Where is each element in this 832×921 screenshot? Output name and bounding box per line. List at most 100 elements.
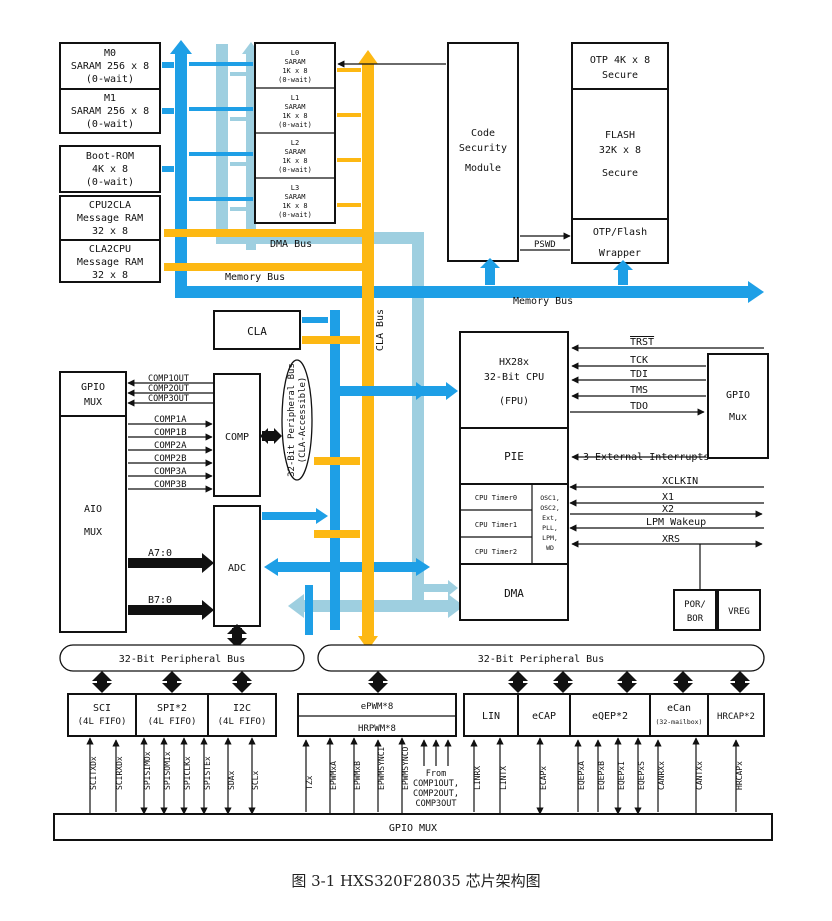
svg-text:32-Bit Peripheral Bus: 32-Bit Peripheral Bus — [119, 654, 245, 665]
svg-text:COMP1B: COMP1B — [154, 428, 187, 438]
svg-text:COMP2OUT: COMP2OUT — [148, 384, 189, 394]
svg-text:32 x 8: 32 x 8 — [92, 226, 128, 237]
periph-bus-right — [317, 644, 765, 672]
svg-text:HRCAP*2: HRCAP*2 — [717, 712, 755, 722]
svg-text:(0-wait): (0-wait) — [278, 211, 312, 219]
svg-text:1K x 8: 1K x 8 — [282, 157, 307, 165]
svg-text:eCAP: eCAP — [532, 711, 556, 722]
svg-text:TZx: TZx — [305, 775, 314, 790]
otp-memory — [571, 42, 669, 90]
left-memory-column: M0 SARAM 256 x 8 (0-wait) M1 SARAM 256 x… — [59, 42, 174, 283]
figure-caption: 图 3-1 HXS320F28035 芯片架构图 — [291, 872, 540, 890]
hrcap-block — [707, 693, 765, 737]
svg-text:Message RAM: Message RAM — [77, 213, 143, 224]
svg-text:SARAM 256 x 8: SARAM 256 x 8 — [71, 106, 149, 117]
svg-text:CPU Timer0: CPU Timer0 — [475, 494, 517, 502]
svg-text:4K x 8: 4K x 8 — [92, 164, 128, 175]
svg-text:CPU Timer1: CPU Timer1 — [475, 521, 517, 529]
buses — [164, 40, 764, 650]
comp-label: COMP — [225, 432, 249, 443]
svg-text:PIE: PIE — [504, 450, 524, 463]
svg-text:SPISIMOx: SPISIMOx — [143, 751, 152, 790]
svg-text:B7:0: B7:0 — [148, 595, 172, 606]
svg-text:COMP3B: COMP3B — [154, 480, 187, 490]
svg-text:CPU2CLA: CPU2CLA — [89, 200, 131, 211]
svg-text:TCK: TCK — [630, 355, 648, 366]
spi-block — [135, 693, 209, 737]
svg-text:SCIRXDx: SCIRXDx — [115, 756, 124, 790]
svg-text:BOR: BOR — [687, 614, 704, 624]
dma-bus-label: DMA Bus — [270, 239, 312, 250]
svg-text:32-Bit CPU: 32-Bit CPU — [484, 372, 544, 383]
svg-text:SARAM: SARAM — [284, 103, 305, 111]
adc-label: ADC — [228, 563, 246, 574]
svg-text:SCITXDx: SCITXDx — [89, 756, 98, 790]
svg-text:XCLKIN: XCLKIN — [662, 476, 698, 487]
svg-text:(FPU): (FPU) — [499, 396, 529, 407]
svg-text:SARAM: SARAM — [284, 148, 305, 156]
vreg-block — [717, 589, 761, 631]
svg-text:(0-wait): (0-wait) — [278, 76, 312, 84]
svg-text:SCI: SCI — [93, 703, 111, 714]
svg-text:eQEP*2: eQEP*2 — [592, 711, 628, 722]
svg-text:XRS: XRS — [662, 534, 680, 545]
svg-text:(4L FIFO): (4L FIFO) — [218, 717, 267, 727]
svg-text:From: From — [426, 769, 446, 779]
svg-text:LPM,: LPM, — [542, 534, 558, 542]
svg-text:3 External Interrupts: 3 External Interrupts — [583, 452, 709, 463]
svg-text:A7:0: A7:0 — [148, 548, 172, 559]
timers-osc-block — [459, 483, 569, 565]
svg-text:Mux: Mux — [729, 412, 747, 423]
cpu-group: HX28x 32-Bit CPU (FPU) PIE CPU Timer0 CP… — [376, 331, 569, 621]
svg-text:EPWMSYNCO: EPWMSYNCO — [401, 746, 410, 790]
svg-text:Message RAM: Message RAM — [77, 257, 143, 268]
svg-text:COMP3A: COMP3A — [154, 467, 187, 477]
jtag-signals: TRST TCK TDI TMS TDO GPIO Mux 3 External… — [569, 337, 769, 631]
svg-text:EQEPxI: EQEPxI — [617, 761, 626, 790]
gpio-mux-top — [59, 371, 127, 417]
otp-flash-wrapper — [571, 218, 669, 264]
svg-text:M0: M0 — [104, 48, 116, 59]
svg-text:(0-wait): (0-wait) — [278, 166, 312, 174]
peripherals-row: SCI (4L FIFO) SPI*2 (4L FIFO) I2C (4L FI… — [67, 693, 765, 737]
svg-text:CANTXx: CANTXx — [695, 761, 704, 790]
svg-text:COMP2A: COMP2A — [154, 441, 187, 451]
cla2cpu-message-ram — [59, 239, 161, 283]
svg-text:Wrapper: Wrapper — [599, 248, 641, 259]
svg-text:M1: M1 — [104, 93, 116, 104]
svg-text:OTP/Flash: OTP/Flash — [593, 227, 647, 238]
vertical-periph-bus — [281, 359, 313, 481]
svg-text:I2C: I2C — [233, 703, 251, 714]
svg-text:Boot-ROM: Boot-ROM — [86, 151, 134, 162]
por-bor-block — [673, 589, 717, 631]
memory-bus-right-label: Memory Bus — [513, 296, 573, 307]
svg-text:CPU Timer2: CPU Timer2 — [475, 548, 517, 556]
svg-text:COMP1OUT: COMP1OUT — [148, 374, 189, 384]
svg-text:1K x 8: 1K x 8 — [282, 67, 307, 75]
svg-text:32-Bit Peripheral Bus: 32-Bit Peripheral Bus — [478, 654, 604, 665]
svg-text:32 x 8: 32 x 8 — [92, 270, 128, 281]
svg-text:Secure: Secure — [602, 168, 638, 179]
svg-text:LIN: LIN — [482, 711, 500, 722]
cla-bus-link — [302, 317, 328, 323]
svg-text:Security: Security — [459, 143, 507, 154]
cpu-block — [459, 331, 569, 429]
svg-text:Code: Code — [471, 128, 495, 139]
svg-text:TDO: TDO — [630, 401, 648, 412]
sci-block — [67, 693, 137, 737]
svg-text:X2: X2 — [662, 504, 674, 515]
svg-text:SPISOMIx: SPISOMIx — [163, 751, 172, 790]
svg-text:SPISTEx: SPISTEx — [203, 756, 212, 790]
svg-text:Secure: Secure — [602, 70, 638, 81]
svg-text:EPWMxB: EPWMxB — [353, 761, 362, 790]
svg-text:COMP3OUT: COMP3OUT — [416, 799, 457, 809]
svg-text:ECAPx: ECAPx — [539, 766, 548, 790]
adc-block — [213, 505, 261, 627]
lin-block — [463, 693, 519, 737]
svg-text:SDAx: SDAx — [227, 771, 236, 790]
svg-text:COMP3OUT: COMP3OUT — [148, 394, 189, 404]
svg-text:eCan: eCan — [667, 703, 691, 714]
svg-text:COMP1A: COMP1A — [154, 415, 187, 425]
svg-text:L0: L0 — [291, 49, 299, 57]
svg-text:LINTX: LINTX — [499, 766, 508, 790]
